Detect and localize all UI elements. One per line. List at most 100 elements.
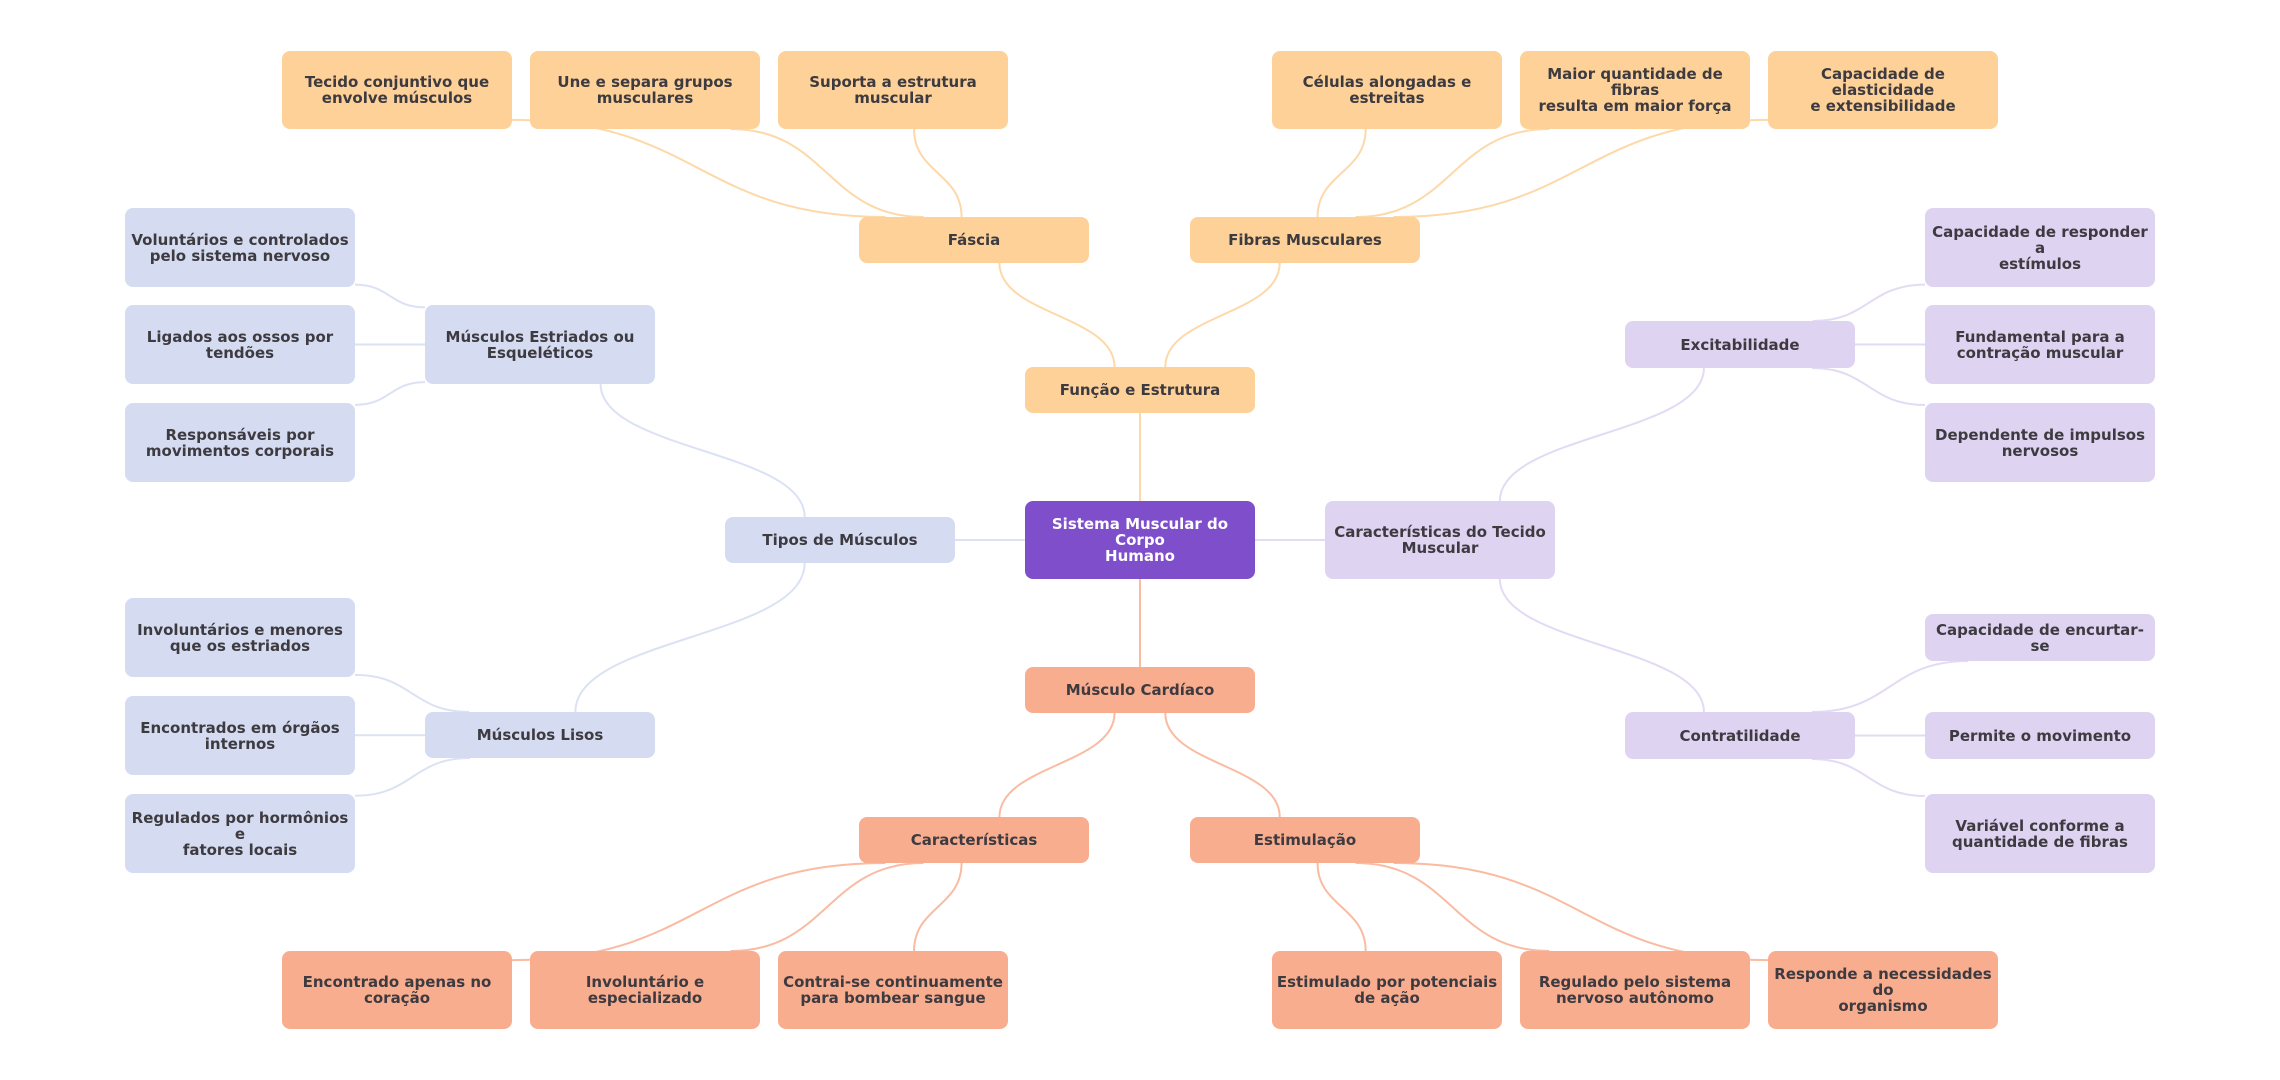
node-maior-quantidade-fibras[interactable]: Maior quantidade de fibras resulta em ma… [1520,51,1750,129]
node-tipos-de-musculos[interactable]: Tipos de Músculos [725,517,955,563]
node-label: Fáscia [947,231,1001,249]
node-responsaveis-movimentos[interactable]: Responsáveis por movimentos corporais [125,403,355,482]
node-excitabilidade[interactable]: Excitabilidade [1625,321,1855,368]
node-tecido-conjuntivo[interactable]: Tecido conjuntivo que envolve músculos [282,51,512,129]
edge-caract_tecido-to-excit [1498,367,1705,502]
node-involuntario-especializado[interactable]: Involuntário e especializado [530,951,760,1029]
node-label: Tipos de Músculos [762,531,918,549]
node-capacidade-encurtar[interactable]: Capacidade de encurtar-se [1925,614,2155,661]
node-responde-necessidades[interactable]: Responde a necessidades do organismo [1768,951,1998,1029]
node-permite-movimento[interactable]: Permite o movimento [1925,712,2155,759]
root-node-label: Sistema Muscular do Corpo Humano [1051,515,1229,565]
edge-card_caract-to-card_caract_1 [511,862,886,962]
node-suporta-estrutura[interactable]: Suporta a estrutura muscular [778,51,1008,129]
node-label: Involuntário e especializado [585,973,705,1007]
node-caracteristicas-tecido[interactable]: Características do Tecido Muscular [1325,501,1555,579]
node-ligados-aos-ossos[interactable]: Ligados aos ossos por tendões [125,305,355,384]
node-label: Capacidade de elasticidade e extensibili… [1810,65,1956,115]
node-label: Responde a necessidades do organismo [1774,965,1992,1015]
node-involuntarios-menores[interactable]: Involuntários e menores que os estriados [125,598,355,677]
node-label: Encontrados em órgãos internos [140,718,340,753]
edge-cardiaco-to-estim [1164,712,1281,818]
node-capacidade-responder[interactable]: Capacidade de responder a estímulos [1925,208,2155,287]
node-label: Involuntários e menores que os estriados [137,620,343,655]
edge-estriados-to-estriados_1 [354,283,426,309]
node-encontrados-orgaos[interactable]: Encontrados em órgãos internos [125,696,355,775]
edge-fascia-to-fascia_3 [913,128,963,218]
edge-estriados-to-estriados_3 [354,381,426,406]
node-label: Músculos Lisos [476,726,604,744]
node-musculos-lisos[interactable]: Músculos Lisos [425,712,655,758]
node-label: Capacidade de responder a estímulos [1932,222,2148,273]
node-label: Ligados aos ossos por tendões [146,327,334,362]
node-label: Une e separa grupos musculares [557,73,733,107]
node-label: Estimulado por potenciais de ação [1276,973,1498,1007]
node-caracteristicas-cardiaco[interactable]: Características [859,817,1089,863]
edge-funcao-to-fascia [998,262,1116,368]
node-une-e-separa[interactable]: Une e separa grupos musculares [530,51,760,129]
edge-contr-to-contr_1 [1811,660,1969,713]
node-label: Estimulação [1253,831,1357,849]
edge-estim-to-estim_1 [1316,862,1367,952]
edge-lisos-to-lisos_3 [354,757,470,797]
node-label: Responsáveis por movimentos corporais [145,425,335,460]
node-label: Músculo Cardíaco [1065,681,1215,699]
node-fascia[interactable]: Fáscia [859,217,1089,263]
node-variavel-conforme[interactable]: Variável conforme a quantidade de fibras [1925,794,2155,873]
node-celulas-alongadas[interactable]: Células alongadas e estreitas [1272,51,1502,129]
node-estimulacao[interactable]: Estimulação [1190,817,1420,863]
node-label: Características do Tecido Muscular [1334,523,1546,557]
node-label: Regulado pelo sistema nervoso autônomo [1538,973,1732,1007]
edge-fascia-to-fascia_2 [730,128,924,218]
node-label: Características [910,831,1038,849]
node-label: Músculos Estriados ou Esqueléticos [445,327,635,362]
root-node[interactable]: Sistema Muscular do Corpo Humano [1025,501,1255,579]
node-label: Suporta a estrutura muscular [809,73,977,107]
edge-estim-to-estim_3 [1393,862,1769,962]
edge-tipos-to-estriados [599,383,806,518]
node-label: Maior quantidade de fibras resulta em ma… [1538,65,1732,115]
edge-lisos-to-lisos_1 [354,673,470,713]
node-label: Células alongadas e estreitas [1302,73,1472,107]
edge-card_caract-to-card_caract_3 [913,862,963,952]
node-regulados-hormonios[interactable]: Regulados por hormônios e fatores locais [125,794,355,873]
edge-estim-to-estim_2 [1355,862,1550,952]
node-funcao-e-estrutura[interactable]: Função e Estrutura [1025,367,1255,413]
edge-fibras-to-fibras_3 [1393,118,1769,218]
edge-excit-to-excit_3 [1811,367,1926,406]
node-label: Voluntários e controlados pelo sistema n… [131,230,349,265]
node-contrai-continuamente[interactable]: Contrai-se continuamente para bombear sa… [778,951,1008,1029]
node-label: Fundamental para a contração muscular [1955,327,2125,362]
node-label: Contratilidade [1679,726,1801,745]
node-label: Função e Estrutura [1059,381,1221,399]
node-fibras-musculares[interactable]: Fibras Musculares [1190,217,1420,263]
edge-tipos-to-lisos [574,562,806,713]
node-estimulado-potenciais[interactable]: Estimulado por potenciais de ação [1272,951,1502,1029]
node-label: Encontrado apenas no coração [302,973,492,1007]
node-label: Excitabilidade [1680,335,1800,354]
node-fundamental-contracao[interactable]: Fundamental para a contração muscular [1925,305,2155,384]
node-regulado-sistema-nervoso[interactable]: Regulado pelo sistema nervoso autônomo [1520,951,1750,1029]
node-contratilidade[interactable]: Contratilidade [1625,712,1855,759]
node-label: Capacidade de encurtar-se [1936,620,2144,655]
edge-card_caract-to-card_caract_2 [730,862,924,952]
node-label: Contrai-se continuamente para bombear sa… [783,973,1003,1007]
node-musculos-estriados[interactable]: Músculos Estriados ou Esqueléticos [425,305,655,384]
node-capacidade-elasticidade[interactable]: Capacidade de elasticidade e extensibili… [1768,51,1998,129]
node-label: Tecido conjuntivo que envolve músculos [304,73,490,107]
edge-cardiaco-to-card_caract [998,712,1116,818]
node-label: Permite o movimento [1948,726,2132,745]
edge-fibras-to-fibras_1 [1316,128,1367,218]
node-label: Dependente de impulsos nervosos [1935,425,2145,460]
edge-fibras-to-fibras_2 [1355,128,1550,218]
node-voluntarios[interactable]: Voluntários e controlados pelo sistema n… [125,208,355,287]
node-encontrado-coracao[interactable]: Encontrado apenas no coração [282,951,512,1029]
node-label: Regulados por hormônios e fatores locais [131,808,349,859]
node-label: Variável conforme a quantidade de fibras [1952,816,2128,851]
edge-caract_tecido-to-contr [1498,578,1705,713]
edge-contr-to-contr_3 [1811,758,1926,797]
edge-excit-to-excit_1 [1812,283,1926,322]
node-dependente-impulsos[interactable]: Dependente de impulsos nervosos [1925,403,2155,482]
node-musculo-cardiaco[interactable]: Músculo Cardíaco [1025,667,1255,713]
